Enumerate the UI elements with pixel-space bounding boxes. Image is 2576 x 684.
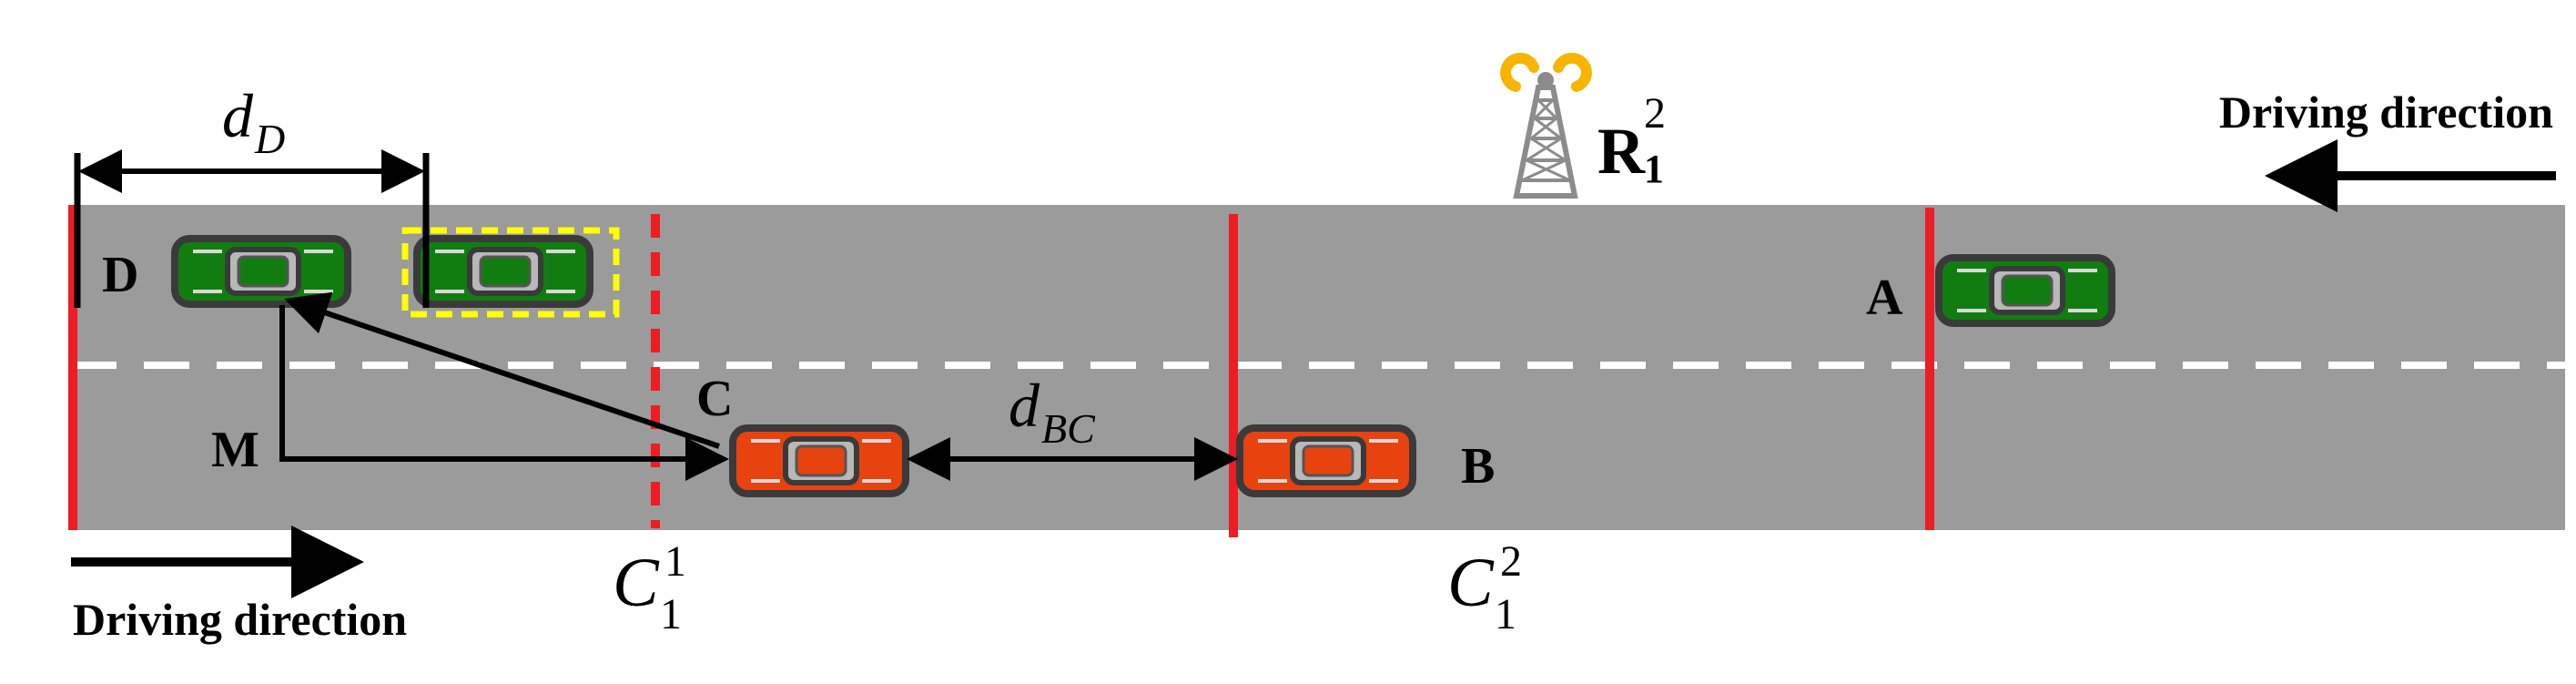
label-c12-sub: 1: [1495, 590, 1516, 638]
label-c11-sup: 1: [664, 537, 686, 586]
tower-icon: [1500, 52, 1592, 199]
car-d: [175, 239, 348, 304]
label-c12-sup: 2: [1500, 537, 1522, 586]
car-b: [1240, 428, 1413, 494]
label-c12: C: [1447, 545, 1495, 621]
label-c11: C: [613, 545, 660, 621]
car-c: [733, 428, 906, 494]
label-m: M: [211, 422, 259, 478]
label-c11-sub: 1: [660, 590, 682, 638]
label-tower-r: R: [1597, 115, 1646, 188]
car-d-future: [417, 239, 590, 304]
label-b: B: [1461, 438, 1495, 495]
label-d-d: dD: [222, 81, 285, 162]
label-a: A: [1866, 270, 1903, 326]
label-driving-direction-top: Driving direction: [2219, 87, 2553, 138]
label-driving-direction-bottom: Driving direction: [73, 594, 407, 645]
label-c: C: [696, 371, 733, 427]
label-tower-sup: 2: [1644, 89, 1666, 138]
car-a: [1939, 258, 2112, 323]
arrow-c-to-d: [284, 291, 720, 449]
label-d-bc: dBC: [1009, 371, 1096, 452]
label-tower-sub: 1: [1644, 147, 1664, 191]
highlight-box: [401, 227, 620, 318]
label-d: D: [102, 247, 138, 303]
